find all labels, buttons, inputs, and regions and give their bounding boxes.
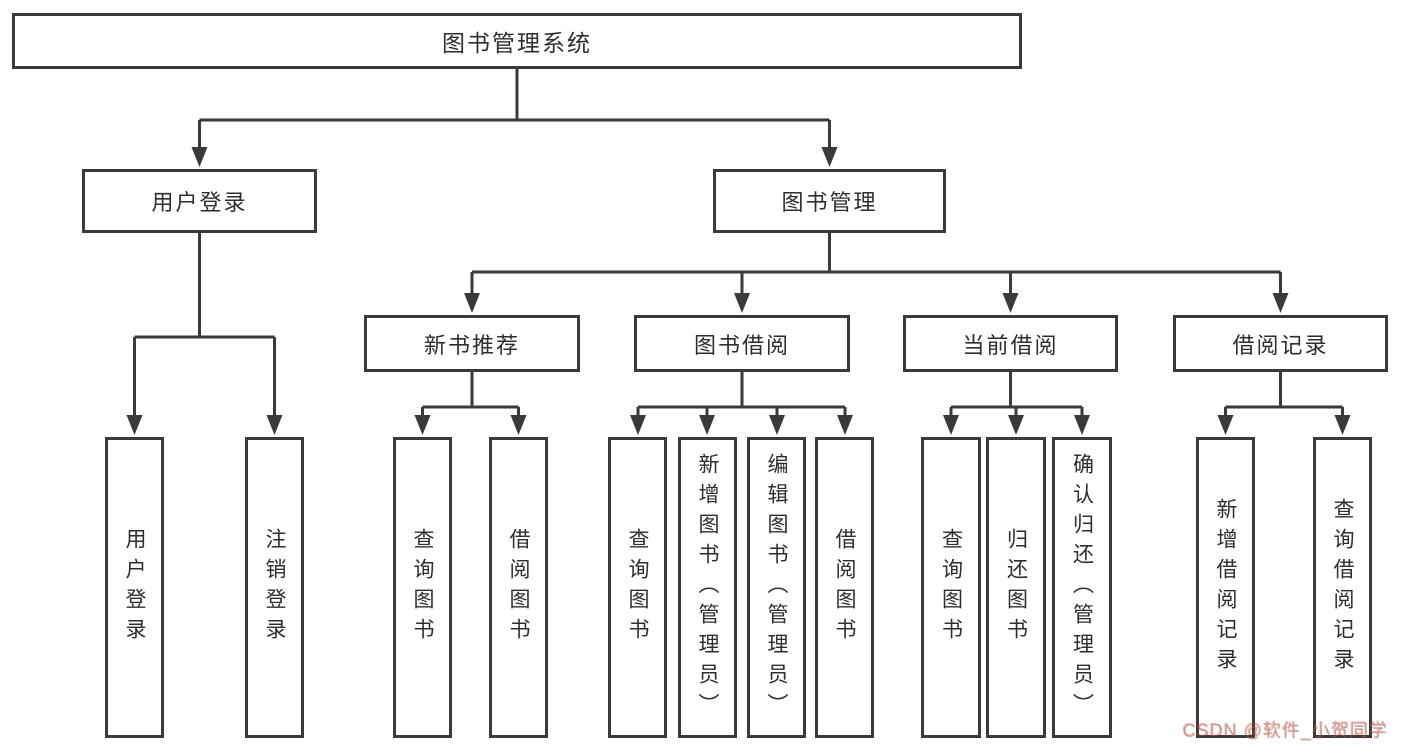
arrowhead	[1074, 415, 1090, 435]
leaf-return-books: 归还图书	[986, 437, 1046, 738]
arrowhead	[1217, 415, 1234, 435]
arrowhead	[821, 147, 838, 167]
arrowhead	[1002, 293, 1019, 313]
arrowhead	[266, 415, 283, 435]
leaf-query-books-current: 查询图书	[921, 437, 981, 738]
node-book-management: 图书管理	[713, 169, 946, 233]
arrowhead	[630, 415, 646, 435]
arrowhead	[191, 147, 208, 167]
arrowhead	[510, 415, 527, 435]
node-current-borrow: 当前借阅	[903, 315, 1118, 372]
leaf-add-borrow-record: 新增借阅记录	[1196, 437, 1255, 738]
leaf-logout: 注销登录	[245, 437, 304, 738]
leaf-query-books-recommend: 查询图书	[393, 437, 452, 738]
leaf-borrow-books: 借阅图书	[815, 437, 874, 738]
csdn-watermark: CSDN @软件_小贺同学	[1182, 720, 1388, 740]
leaf-query-books-borrow: 查询图书	[608, 437, 667, 738]
arrowhead	[1008, 415, 1024, 435]
leaf-add-books-admin: 新增图书（管理员）	[678, 437, 737, 738]
arrowhead	[769, 415, 785, 435]
leaf-confirm-return-admin: 确认归还（管理员）	[1052, 437, 1112, 738]
arrowhead	[464, 293, 480, 313]
node-user-login: 用户登录	[82, 169, 317, 233]
arrowhead	[837, 415, 853, 435]
arrowhead	[1334, 415, 1351, 435]
connector-book-management	[470, 233, 1282, 302]
leaf-user-login: 用户登录	[105, 437, 164, 738]
connector-book-borrow	[636, 372, 847, 424]
connector-new-book	[421, 372, 520, 424]
node-book-borrow: 图书借阅	[634, 315, 850, 372]
node-system-root: 图书管理系统	[12, 13, 1022, 69]
arrowhead	[126, 415, 143, 435]
arrowhead	[699, 415, 715, 435]
connector-borrow-records	[1224, 372, 1344, 424]
connector-current-borrow	[949, 372, 1084, 424]
arrowhead	[414, 415, 431, 435]
leaf-query-borrow-record: 查询借阅记录	[1313, 437, 1372, 738]
arrowhead	[943, 415, 959, 435]
node-new-book-recommend: 新书推荐	[364, 315, 580, 372]
arrowhead	[1272, 293, 1289, 313]
leaf-borrow-books-recommend: 借阅图书	[489, 437, 548, 738]
connector-user-login	[133, 233, 276, 424]
leaf-edit-books-admin: 编辑图书（管理员）	[747, 437, 806, 738]
arrowhead	[734, 293, 750, 313]
connector-root	[198, 69, 831, 152]
node-borrow-records: 借阅记录	[1173, 315, 1388, 372]
